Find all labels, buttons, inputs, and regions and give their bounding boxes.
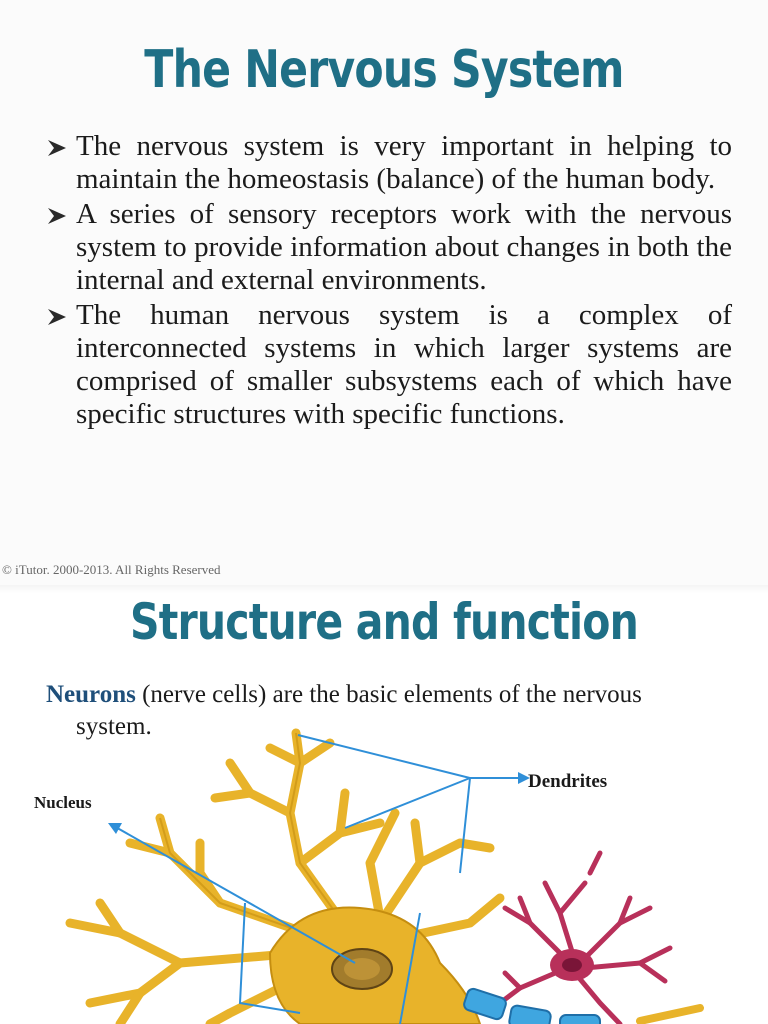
bullet-item: A series of sensory receptors work with … — [44, 198, 732, 297]
bullet-list: The nervous system is very important in … — [44, 130, 732, 433]
neuron-illustration — [65, 728, 704, 1024]
bullet-item: The nervous system is very important in … — [44, 130, 732, 196]
dendrites-arrowhead-icon — [518, 772, 530, 784]
bullet-text: A series of sensory receptors work with … — [76, 198, 732, 296]
arrow-bullet-icon — [48, 140, 66, 156]
neuron-diagram: Nucleus Dendrites — [0, 723, 768, 1024]
arrow-bullet-icon — [48, 309, 66, 325]
copyright-notice: © iTutor. 2000-2013. All Rights Reserved — [2, 562, 221, 577]
small-cell-graphic — [497, 850, 673, 1024]
slide-nervous-system: The Nervous System The nervous system is… — [2, 40, 732, 577]
slide-title: Structure and function — [130, 593, 639, 651]
bullet-text: The nervous system is very important in … — [76, 130, 732, 195]
label-dendrites: Dendrites — [528, 771, 608, 792]
bullet-text: The human nervous system is a complex of… — [76, 299, 732, 430]
pointer-lines — [111, 734, 518, 1024]
arrow-bullet-icon — [48, 208, 66, 224]
axon-myelin-graphic — [463, 987, 704, 1024]
term-neurons: Neurons — [46, 681, 136, 708]
slide-structure-function: Structure and function Neurons (nerve ce… — [0, 593, 768, 1024]
intro-rest: (nerve cells) are the basic elements of … — [142, 681, 642, 708]
bullet-item: The human nervous system is a complex of… — [44, 299, 732, 431]
intro-line2: system. — [76, 713, 152, 740]
slide-title: The Nervous System — [144, 40, 624, 100]
intro-text: Neurons (nerve cells) are the basic elem… — [46, 679, 736, 743]
label-nucleus: Nucleus — [34, 793, 92, 812]
slide-divider — [0, 585, 768, 593]
nucleus-arrowhead-icon — [108, 823, 122, 834]
